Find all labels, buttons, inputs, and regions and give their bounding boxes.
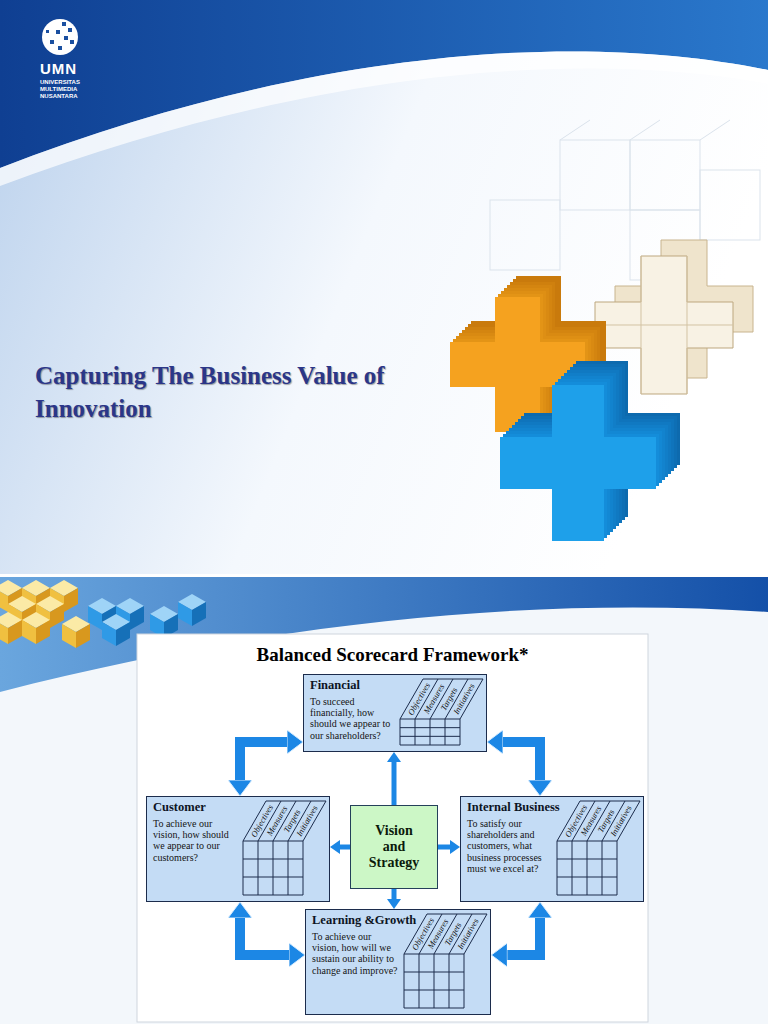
slide-ground: [0, 577, 768, 1024]
grid-line: [445, 719, 446, 745]
grid-line: [303, 841, 304, 895]
grid-line: [288, 841, 289, 895]
feedback-arrow: [503, 742, 540, 780]
grid-line: [557, 895, 617, 896]
strategy-arrow: [340, 845, 350, 850]
column-header: Initiatives: [609, 804, 633, 838]
grid-line: [557, 859, 617, 860]
perspective-heading: Learning &Growth: [312, 913, 416, 928]
grid-line: [572, 841, 573, 895]
grid-line: [266, 801, 326, 802]
grid-line: [404, 1008, 464, 1009]
vision-text: Vision and Strategy: [363, 823, 425, 871]
grid-line: [400, 719, 401, 745]
column-header: Initiatives: [295, 804, 319, 838]
grid-line: [404, 954, 405, 1008]
grid-line: [243, 841, 303, 842]
perspective-heading: Internal Business: [467, 800, 560, 815]
grid-line: [557, 841, 617, 842]
faint-grid: [490, 120, 760, 280]
header-swoosh: [0, 51, 768, 186]
grid-line: [419, 954, 420, 1008]
column-header: Initiatives: [452, 682, 476, 716]
grid-line: [404, 954, 464, 955]
perspective-box: Internal Business To satisfy our sharehol…: [460, 796, 644, 902]
perspective-heading: Financial: [310, 678, 360, 693]
grid-line: [400, 745, 460, 746]
column-header: Initiatives: [456, 917, 480, 951]
grid-line: [273, 841, 274, 895]
grid-line: [243, 859, 303, 860]
feedback-arrow: [507, 918, 540, 955]
grid-line: [400, 719, 460, 720]
slide-title: Capturing The Business Value of Innovati…: [35, 360, 455, 425]
grid-line: [427, 914, 487, 915]
grid-line: [404, 990, 464, 991]
grid-line: [404, 972, 464, 973]
grid-line: [243, 895, 303, 896]
vision-box: Vision and Strategy: [350, 805, 438, 889]
grid-line: [243, 877, 303, 878]
grid-line: [258, 841, 259, 895]
grid-line: [430, 719, 431, 745]
logo-mark: [42, 19, 78, 55]
strategy-arrow: [392, 762, 397, 805]
perspective-question: To satisfy our shareholders and customer…: [467, 818, 553, 874]
strategy-arrow: [438, 845, 450, 850]
grid-line: [587, 841, 588, 895]
grid-line: [423, 679, 483, 680]
grid-line: [580, 801, 640, 802]
grid-line: [557, 841, 558, 895]
blue-cross: [500, 361, 680, 541]
content-panel: [137, 634, 648, 1022]
perspective-box: Learning &Growth To achieve our vision, h…: [305, 909, 491, 1015]
grid-line: [557, 877, 617, 878]
perspective-question: To succeed financially, how should we ap…: [310, 696, 396, 741]
grid-line: [415, 719, 416, 745]
perspective-question: To achieve our vision, how should we app…: [153, 818, 239, 863]
grid-line: [464, 954, 465, 1008]
grid-line: [434, 954, 435, 1008]
slide-ground: [0, 0, 768, 574]
perspective-question: To achieve our vision, how will we susta…: [312, 931, 400, 976]
logo-subtitle: UNIVERSITAS MULTIMEDIA NUSANTARA: [40, 79, 86, 101]
diagram-title: Balanced Scorecard Framework*: [137, 644, 648, 666]
logo-wordmark: UMN: [40, 61, 77, 76]
grid-line: [460, 719, 461, 745]
grid-line: [617, 841, 618, 895]
grid-line: [400, 736, 460, 737]
perspective-heading: Customer: [153, 800, 206, 815]
perspective-box: Customer To achieve our vision, how shoul…: [146, 796, 330, 902]
feedback-arrow: [240, 918, 289, 955]
grid-line: [449, 954, 450, 1008]
feedback-arrow: [240, 742, 287, 780]
grid-line: [602, 841, 603, 895]
strategy-arrow: [392, 889, 397, 899]
perspective-box: Financial To succeed financially, how sho…: [303, 674, 487, 752]
grid-line: [400, 727, 460, 728]
grid-line: [243, 841, 244, 895]
